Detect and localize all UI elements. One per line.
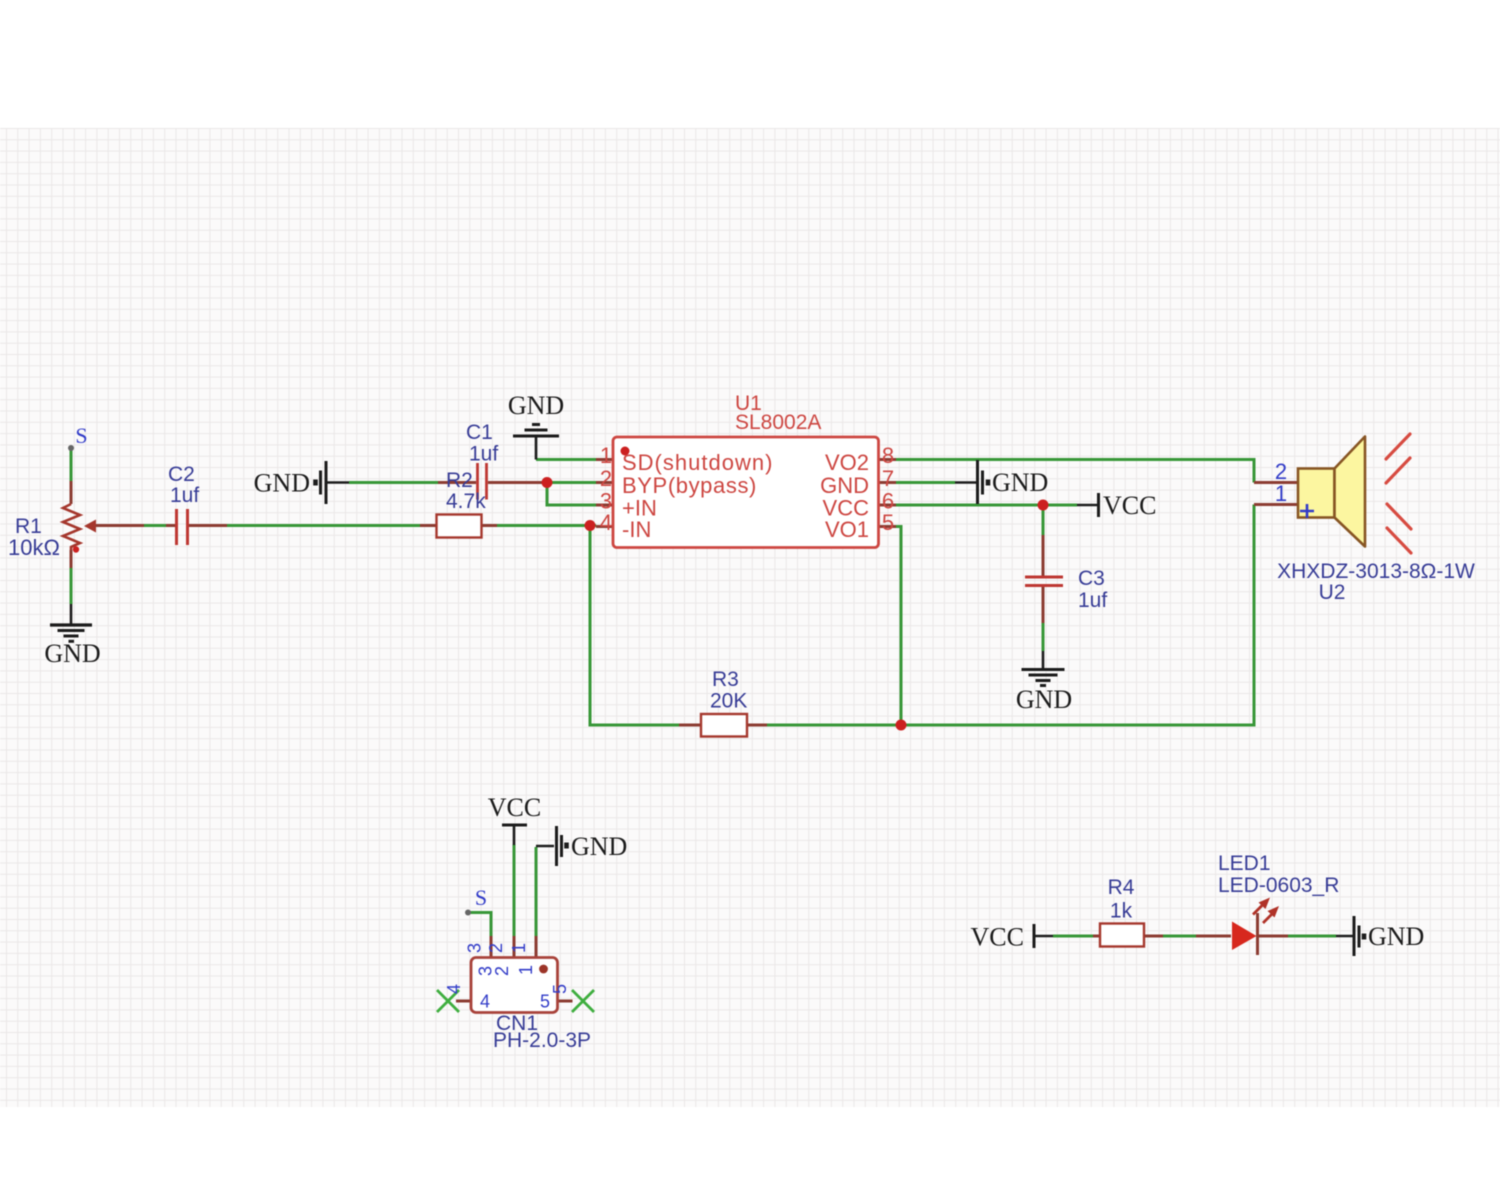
svg-text:GND: GND	[254, 469, 310, 498]
svg-text:2: 2	[486, 943, 506, 953]
svg-text:2: 2	[1275, 459, 1287, 484]
svg-text:XHXDZ-3013-8Ω-1W: XHXDZ-3013-8Ω-1W	[1277, 560, 1475, 583]
svg-text:4: 4	[480, 992, 490, 1012]
svg-text:GND: GND	[820, 473, 869, 498]
svg-text:6: 6	[882, 489, 894, 514]
svg-text:10kΩ: 10kΩ	[8, 535, 60, 560]
svg-text:1uf: 1uf	[469, 443, 498, 466]
svg-text:VCC: VCC	[1103, 491, 1156, 520]
svg-text:GND: GND	[508, 391, 564, 420]
svg-text:S: S	[75, 423, 87, 448]
svg-text:1k: 1k	[1110, 900, 1133, 923]
svg-text:U2: U2	[1319, 581, 1346, 604]
svg-text:2: 2	[492, 966, 512, 976]
svg-text:7: 7	[882, 466, 894, 491]
svg-text:GND: GND	[44, 639, 100, 668]
svg-text:GND: GND	[992, 468, 1048, 497]
svg-text:1: 1	[509, 943, 529, 953]
svg-text:4.7k: 4.7k	[446, 490, 486, 513]
svg-text:1: 1	[1275, 481, 1287, 506]
svg-text:-IN: -IN	[622, 517, 651, 542]
svg-text:4: 4	[600, 510, 612, 535]
svg-text:8: 8	[882, 443, 894, 468]
svg-text:C1: C1	[466, 421, 493, 444]
svg-text:3: 3	[600, 489, 612, 514]
svg-text:5: 5	[540, 992, 550, 1012]
svg-text:3: 3	[476, 966, 496, 976]
svg-text:GND: GND	[571, 832, 627, 861]
svg-text:R1: R1	[15, 515, 42, 538]
svg-text:2: 2	[600, 466, 612, 491]
svg-text:+IN: +IN	[622, 496, 657, 521]
svg-text:R4: R4	[1108, 876, 1135, 899]
svg-text:R3: R3	[712, 668, 739, 691]
svg-text:5: 5	[550, 984, 570, 994]
svg-text:4: 4	[444, 984, 464, 994]
svg-text:3: 3	[465, 943, 485, 953]
svg-text:20K: 20K	[710, 690, 747, 713]
svg-text:VO1: VO1	[825, 517, 869, 542]
svg-text:BYP(bypass): BYP(bypass)	[622, 473, 757, 498]
svg-text:VCC: VCC	[971, 923, 1024, 952]
svg-text:LED1: LED1	[1218, 852, 1271, 875]
svg-text:R2: R2	[446, 469, 473, 492]
svg-text:1: 1	[516, 965, 536, 975]
svg-text:CN1: CN1	[496, 1012, 538, 1035]
svg-text:C2: C2	[168, 463, 195, 486]
svg-text:U1: U1	[735, 392, 762, 415]
svg-text:SD(shutdown): SD(shutdown)	[622, 450, 773, 475]
svg-text:LED-0603_R: LED-0603_R	[1218, 874, 1339, 897]
svg-text:S: S	[475, 885, 487, 910]
svg-text:PH-2.0-3P: PH-2.0-3P	[493, 1029, 591, 1052]
svg-text:1uf: 1uf	[170, 484, 199, 507]
svg-text:GND: GND	[1016, 685, 1072, 714]
svg-text:1: 1	[600, 443, 612, 468]
svg-text:VO2: VO2	[825, 450, 869, 475]
svg-text:1uf: 1uf	[1078, 589, 1107, 612]
svg-text:GND: GND	[1368, 922, 1424, 951]
svg-text:VCC: VCC	[488, 793, 541, 822]
svg-text:SL8002A: SL8002A	[735, 411, 821, 434]
svg-text:VCC: VCC	[823, 496, 870, 521]
svg-text:5: 5	[882, 510, 894, 535]
svg-text:C3: C3	[1078, 567, 1105, 590]
